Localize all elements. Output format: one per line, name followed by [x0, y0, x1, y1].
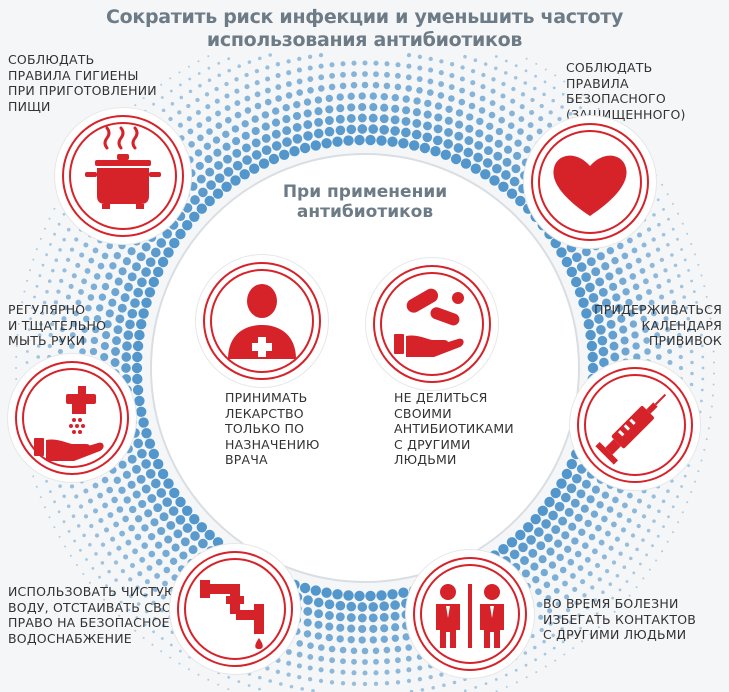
main-title-line-2: использования антибиотиков	[206, 29, 523, 51]
label-food-hygiene: СОБЛЮДАТЬ ПРАВИЛА ГИГИЕНЫ ПРИ ПРИГОТОВЛЕ…	[8, 52, 157, 114]
badge-wash-hands	[8, 354, 136, 482]
badge-avoid-contacts	[406, 550, 534, 678]
center-title-line-1: При применении	[282, 182, 448, 202]
badge-safe-sex	[524, 116, 656, 248]
label-dont-share: НЕ ДЕЛИТЬСЯ СВОИМИ АНТИБИОТИКАМИ С ДРУГИ…	[394, 390, 514, 467]
badge-dont-share	[366, 258, 498, 390]
people-icon	[436, 584, 504, 648]
heart-icon	[553, 155, 627, 216]
syringe-icon	[595, 393, 667, 465]
badge-doctor	[196, 255, 328, 387]
pills-hand-icon	[394, 288, 464, 357]
doctor-icon	[228, 284, 296, 359]
label-vaccination: ПРИДЕРЖИВАТЬСЯ КАЛЕНДАРЯ ПРИВИВОК	[594, 302, 722, 348]
label-clean-water: ИСПОЛЬЗОВАТЬ ЧИСТУЮ ВОДУ, ОТСТАИВАТЬ СВО…	[8, 584, 181, 646]
label-avoid-contacts: ВО ВРЕМЯ БОЛЕЗНИ ИЗБЕГАТЬ КОНТАКТОВ С ДР…	[543, 596, 697, 642]
badge-food	[55, 108, 191, 244]
water-tap-icon	[200, 580, 264, 649]
hand-washing-icon	[34, 386, 104, 461]
badge-vaccination	[570, 360, 700, 490]
cooking-pot-icon	[85, 126, 161, 209]
label-wash-hands: РЕГУЛЯРНО И ТЩАТЕЛЬНО МЫТЬ РУКИ	[8, 302, 107, 348]
badge-clean-water	[170, 544, 300, 674]
label-doctor-prescription: ПРИНИМАТЬ ЛЕКАРСТВО ТОЛЬКО ПО НАЗНАЧЕНИЮ…	[225, 390, 320, 467]
main-title-line-1: Сократить риск инфекции и уменьшить част…	[105, 6, 624, 28]
center-title-line-2: антибиотиков	[296, 202, 434, 222]
